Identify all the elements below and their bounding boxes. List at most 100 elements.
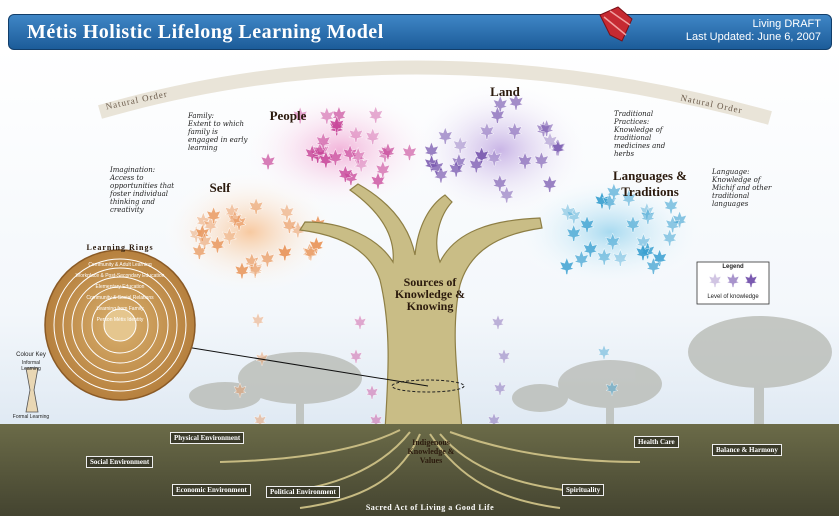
- languages-leaf: [560, 202, 576, 221]
- economic-environment-label: Economic Environment: [172, 484, 251, 496]
- self-leaf: [247, 258, 264, 277]
- self-leaf: [277, 243, 293, 261]
- sash-logo-icon: [599, 6, 633, 42]
- self-leaf: [303, 243, 319, 261]
- languages-leaf: [621, 188, 637, 207]
- languages-leaf: [662, 228, 678, 247]
- land-leaf: [539, 118, 555, 137]
- page-title: Métis Holistic Lifelong Learning Model: [27, 21, 384, 43]
- header-banner: Métis Holistic Lifelong Learning Model L…: [8, 14, 832, 50]
- people-leaf: [370, 171, 386, 190]
- colour-key-bottom: Formal Learning: [12, 414, 50, 420]
- self-leaf: [281, 216, 298, 234]
- political-environment-label: Political Environment: [266, 486, 340, 498]
- legend-leaf: [726, 272, 740, 288]
- social-environment-label: Social Environment: [86, 456, 154, 468]
- draft-info: Living DRAFT Last Updated: June 6, 2007: [686, 18, 821, 44]
- leaves-group: [188, 92, 688, 428]
- land-label: Land: [490, 84, 520, 99]
- land-leaf: [550, 138, 566, 157]
- self-leaf: [224, 202, 240, 221]
- people-leaf: [380, 142, 396, 160]
- people-leaf: [365, 127, 381, 145]
- land-leaf: [542, 131, 558, 150]
- land-leaf: [542, 174, 558, 193]
- self-leaf: [227, 209, 243, 228]
- learning-rings-circle: [44, 249, 196, 401]
- land-leaf: [479, 121, 495, 140]
- colour-key-bar: [25, 367, 39, 413]
- languages-label: Languages & Traditions: [612, 168, 688, 199]
- languages-leaf: [566, 206, 582, 224]
- land-leaf: [452, 135, 468, 154]
- legend-title: Legend: [722, 264, 744, 270]
- people-leaf: [401, 143, 418, 161]
- land-leaf: [448, 159, 464, 178]
- land-leaf: [492, 173, 508, 192]
- languages-leaf: [606, 182, 622, 201]
- land-leaf: [533, 151, 550, 169]
- colour-key-top: Informal Learning: [21, 360, 41, 372]
- languages-leaf: [665, 215, 681, 233]
- falling-leaf: [493, 380, 507, 396]
- trunk-ring-marker: [391, 379, 465, 393]
- learning-rings-title: Learning Rings: [86, 243, 154, 252]
- self-leaf: [209, 235, 226, 254]
- tree-trunk: [298, 183, 543, 431]
- family-note: Family: Extent to which family is engage…: [188, 112, 248, 152]
- languages-leaf: [596, 247, 612, 266]
- languages-leaf: [625, 215, 641, 233]
- learning-ring-label: Community & Adult Learning: [88, 262, 152, 268]
- people-leaf: [350, 146, 366, 165]
- imagination-note: Imagination: Access to opportunities tha…: [110, 166, 175, 214]
- land-leaf: [549, 138, 565, 156]
- people-label: People: [269, 108, 307, 123]
- self-leaf: [259, 249, 275, 268]
- roots-label: Indigenous Knowledge & Values: [407, 438, 455, 465]
- people-cluster-glow: [240, 88, 440, 212]
- learning-ring-label: Workplace & Post-Secondary Education: [75, 273, 165, 279]
- languages-leaf: [579, 215, 595, 233]
- language-note: Language: Knowledge of Michif and other …: [712, 168, 772, 208]
- learning-ring-label: Learning from Family: [96, 306, 144, 312]
- languages-leaf: [612, 248, 628, 267]
- self-leaf: [221, 227, 238, 245]
- people-leaf: [353, 154, 369, 173]
- health-care-label: Health Care: [634, 436, 679, 448]
- traditional-practices-note: Traditional Practices: Knowledge of trad…: [614, 110, 666, 158]
- land-leaf: [517, 151, 533, 170]
- languages-leaf: [671, 210, 688, 229]
- languages-leaf: [639, 201, 655, 220]
- self-leaf: [279, 202, 295, 221]
- people-leaf: [375, 160, 391, 178]
- land-leaf: [508, 92, 524, 111]
- people-leaf: [348, 125, 364, 143]
- self-leaf: [244, 252, 260, 270]
- learning-ring-label: Elementary Education: [95, 284, 145, 290]
- land-leaf: [437, 126, 453, 145]
- self-leaf: [234, 261, 250, 279]
- learning-ring-label: Community & Social Relations: [86, 295, 154, 301]
- legend-caption: Level of knowledge: [707, 294, 759, 300]
- self-label: Self: [209, 180, 231, 195]
- land-leaf: [433, 165, 449, 184]
- land-leaf: [489, 105, 506, 124]
- people-leaf: [368, 105, 384, 124]
- languages-leaf: [582, 239, 598, 258]
- natural-order-arc: [98, 60, 772, 125]
- trunk-label: Sources of Knowledge & Knowing: [394, 275, 466, 313]
- self-leaf: [205, 206, 222, 224]
- land-leaf: [486, 148, 502, 167]
- languages-leaf: [663, 196, 679, 214]
- legend-leaf: [744, 272, 758, 288]
- falling-leaf: [251, 312, 265, 328]
- falling-leaf: [365, 384, 379, 400]
- falling-leaf: [255, 350, 269, 366]
- people-leaf: [319, 106, 335, 125]
- languages-leaf: [645, 256, 662, 275]
- last-updated: Last Updated: June 6, 2007: [685, 31, 821, 43]
- self-leaf: [248, 197, 264, 215]
- people-leaf: [342, 144, 358, 162]
- people-leaf: [327, 148, 344, 166]
